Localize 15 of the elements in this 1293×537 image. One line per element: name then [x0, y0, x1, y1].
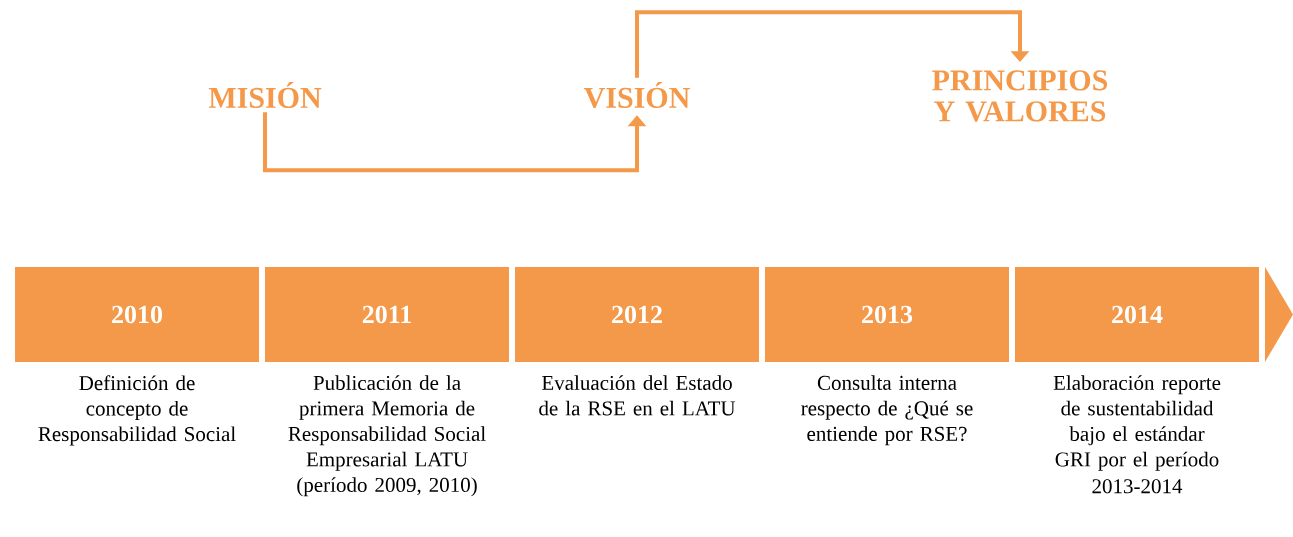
description: Evaluación del Estado de la RSE en el LATU: [539, 375, 736, 416]
heading: VISIÓN: [584, 81, 690, 109]
year-box: 2011: [265, 267, 509, 362]
year-box: 2013: [765, 267, 1009, 362]
year-box: 2014: [1015, 267, 1259, 362]
year-box: 2010: [15, 267, 259, 362]
heading: MISIÓN: [208, 82, 322, 108]
arrow: [635, 10, 1030, 78]
description: Consulta interna respecto de ¿Qué se entiende por RSE?: [801, 375, 973, 446]
description: Definición de concepto de Responsabilidad Social: [38, 375, 236, 446]
description: Elaboración reporte de sustentabilidad bajo el estándar GRI por el período: [1053, 375, 1221, 471]
description: Publicación de la primera Memoria de Responsabilidad Social Empresarial LATU (período 2009, 2010): [288, 375, 486, 497]
heading: PRINCIPIOS Y VALORES: [932, 70, 1108, 122]
description: 2013-2014: [1092, 479, 1183, 494]
year-box: 2012: [515, 267, 759, 362]
